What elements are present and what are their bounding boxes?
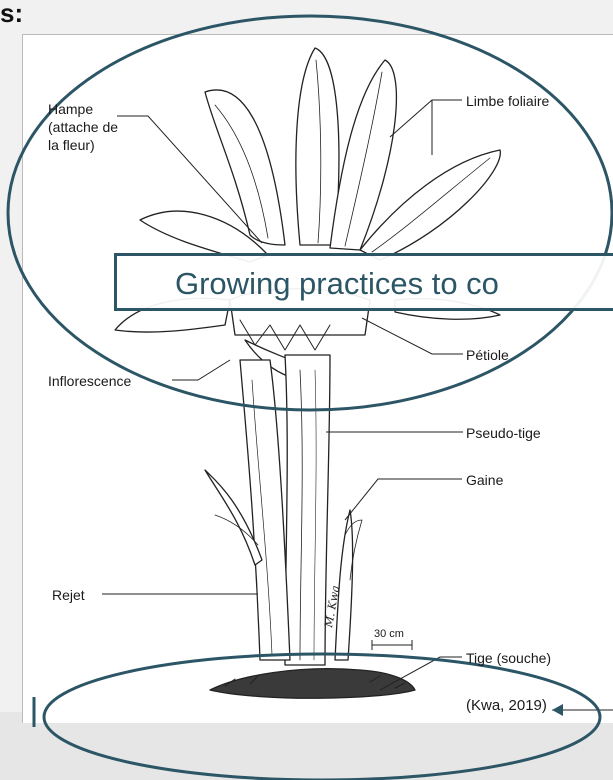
label-gaine: Gaine — [466, 471, 503, 489]
label-scale: 30 cm — [374, 628, 404, 640]
leader-gaine — [345, 479, 462, 520]
title-banner: Growing practices to co — [114, 253, 613, 311]
label-limbe-foliaire: Limbe foliaire — [466, 92, 549, 110]
label-rejet: Rejet — [52, 586, 85, 604]
label-petiole: Pétiole — [466, 346, 509, 364]
label-hampe: Hampe (attache de la fleur) — [48, 100, 118, 154]
label-tige-souche: Tige (souche) — [466, 649, 551, 667]
citation-text: (Kwa, 2019) — [466, 697, 547, 714]
leader-petiole — [362, 318, 463, 354]
leader-limbe — [390, 100, 462, 137]
banner-title: Growing practices to co — [175, 267, 499, 301]
label-inflorescence: Inflorescence — [48, 372, 131, 390]
corm — [210, 669, 415, 699]
citation-arrow — [552, 704, 563, 716]
label-pseudo-tige: Pseudo-tige — [466, 424, 541, 442]
sucker-right — [335, 510, 353, 660]
scale-bar — [372, 640, 412, 650]
plant-drawing: M. Kwa — [115, 48, 500, 698]
leader-inflorescence — [172, 360, 230, 380]
